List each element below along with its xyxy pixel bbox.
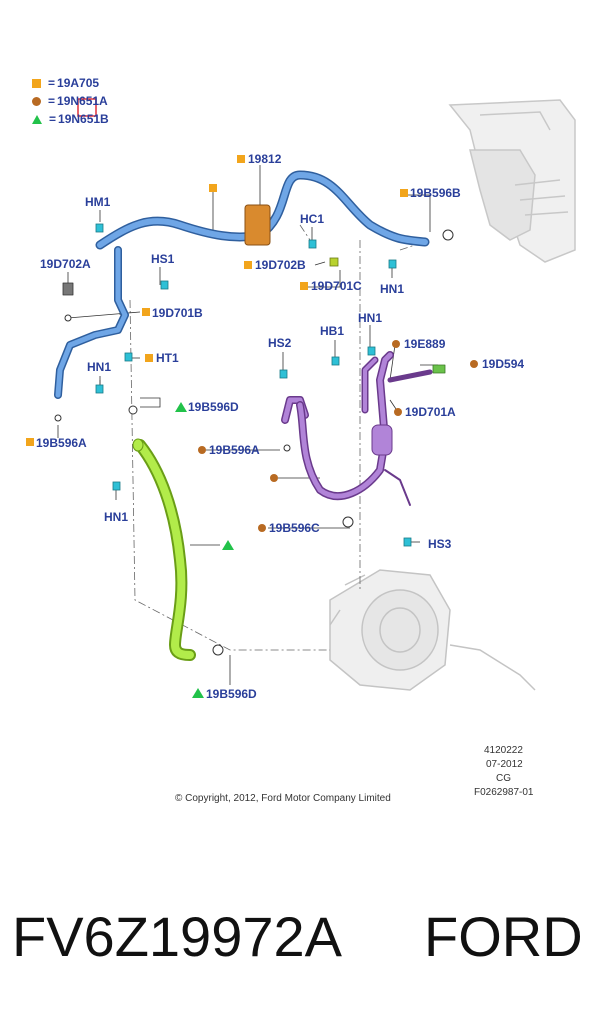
- legend-item-triangle: =19N651B: [32, 112, 109, 126]
- reference-cg: CG: [496, 773, 511, 784]
- callout-19b596c: 19B596C: [269, 521, 320, 535]
- callout-19e889: 19E889: [404, 337, 446, 351]
- fittings: [54, 229, 454, 656]
- legend-item-circle: =19N651A: [32, 94, 108, 108]
- callout-hs1: HS1: [151, 252, 175, 266]
- callout-19d702b: 19D702B: [255, 258, 306, 272]
- callout-19d701c: 19D701C: [311, 279, 362, 293]
- callout-ht1: HT1: [156, 351, 179, 365]
- square-marker-icon: [32, 79, 41, 89]
- green-hose-assembly: [132, 438, 196, 661]
- callout-19b596d-mid: 19B596D: [188, 400, 239, 414]
- callout-19d594: 19D594: [482, 357, 525, 371]
- callout-19d702a: 19D702A: [40, 257, 91, 271]
- legend-label: 19N651A: [57, 94, 108, 108]
- callout-hn1-lower: HN1: [104, 510, 129, 524]
- callout-19b596a-left: 19B596A: [36, 436, 87, 450]
- callout-hn1-top: HN1: [380, 282, 405, 296]
- compressor-graphic: [329, 569, 536, 691]
- figure-number: F0262987-01: [474, 787, 534, 798]
- callout-19d701a: 19D701A: [405, 405, 456, 419]
- triangle-marker-icon: [32, 115, 42, 125]
- hvac-housing-graphic: [448, 99, 576, 263]
- blue-hose-assembly: [54, 170, 430, 399]
- reference-code: 4120222: [484, 745, 523, 756]
- legend-label: 19N651B: [58, 112, 109, 126]
- clip-markers: [95, 223, 412, 547]
- legend-item-square: =19A705: [32, 76, 99, 90]
- callout-19d701b: 19D701B: [152, 306, 203, 320]
- highlight-box: [77, 98, 97, 117]
- callout-hn1-right: HN1: [358, 311, 383, 325]
- callout-hb1: HB1: [320, 324, 345, 338]
- callout-hs3: HS3: [428, 537, 452, 551]
- brand-name: FORD: [424, 905, 583, 968]
- callout-19812: 19812: [248, 152, 282, 166]
- circle-marker-icon: [32, 97, 41, 107]
- callout-hs2: HS2: [268, 336, 292, 350]
- part-number: FV6Z19972A: [12, 905, 342, 968]
- callout-markers: [26, 155, 478, 698]
- callout-19b596b: 19B596B: [410, 186, 461, 200]
- diagram-drawing: [26, 98, 576, 698]
- copyright-text: © Copyright, 2012, Ford Motor Company Li…: [175, 793, 391, 804]
- parts-diagram: =19A705 =19N651A =19N651B 19812 HM1 HC1 …: [26, 76, 576, 804]
- callout-hn1-left: HN1: [87, 360, 112, 374]
- callout-19b596a-mid: 19B596A: [209, 443, 260, 457]
- callout-19b596d-bottom: 19B596D: [206, 687, 257, 701]
- purple-hose-assembly: [281, 351, 446, 506]
- callout-hc1: HC1: [300, 212, 325, 226]
- legend-label: 19A705: [57, 76, 100, 90]
- callout-hm1: HM1: [85, 195, 111, 209]
- reference-date: 07-2012: [486, 759, 523, 770]
